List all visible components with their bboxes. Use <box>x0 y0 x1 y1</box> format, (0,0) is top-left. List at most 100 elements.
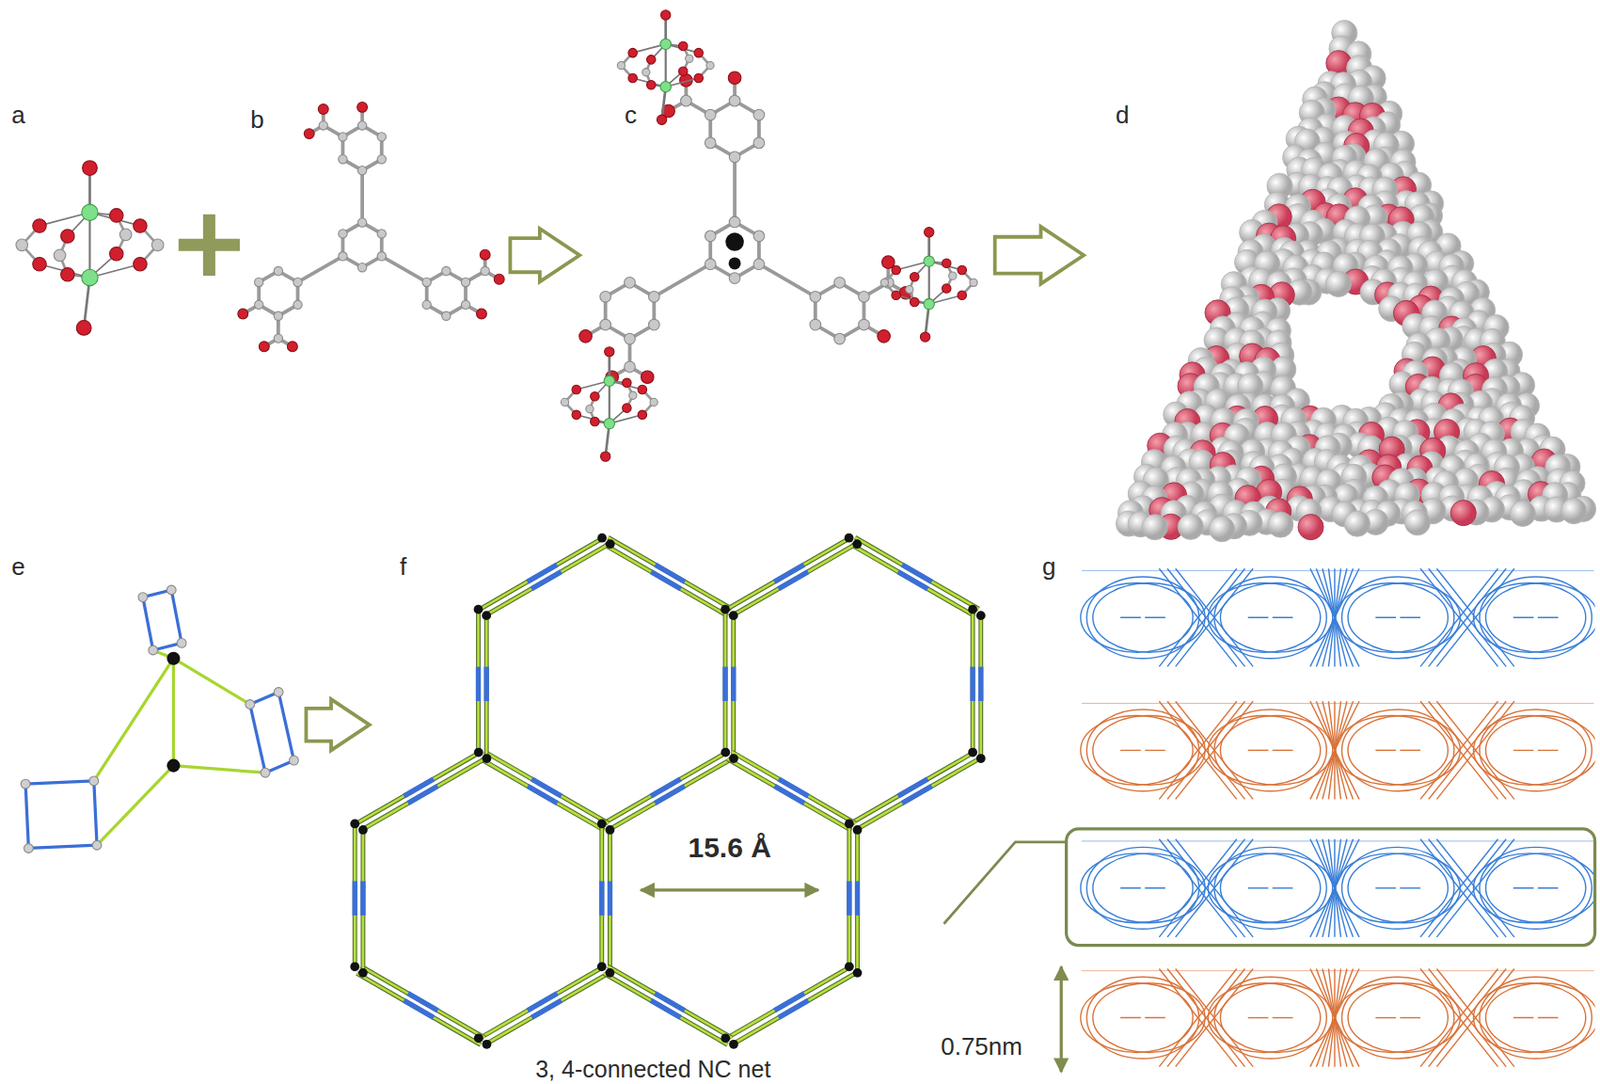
ring-line <box>1486 982 1596 1053</box>
atom <box>880 278 888 286</box>
ring-line <box>1144 887 1166 888</box>
atom <box>148 645 159 655</box>
link-line <box>94 658 175 781</box>
atom <box>293 300 302 309</box>
link-line <box>173 658 250 705</box>
atom <box>910 297 919 306</box>
net-edge <box>731 544 856 617</box>
net-edge <box>727 537 852 609</box>
atom <box>656 114 666 125</box>
bond <box>608 380 611 424</box>
atom <box>753 230 765 242</box>
dimension-arrow <box>1060 966 1063 1072</box>
node-dot <box>844 533 855 543</box>
atom <box>422 277 431 286</box>
atom <box>834 332 846 345</box>
panel-letter: g <box>1042 553 1056 581</box>
cluster-edge <box>531 571 562 589</box>
atom <box>753 137 765 149</box>
atom <box>32 219 47 233</box>
ring-line <box>1310 700 1360 799</box>
ring-line <box>1375 887 1396 888</box>
atom <box>579 330 593 344</box>
net-edge <box>608 537 733 609</box>
ring-line <box>1436 568 1514 666</box>
atom <box>289 755 300 765</box>
ring-line <box>1219 714 1332 785</box>
process-arrow <box>995 226 1084 285</box>
atom <box>258 341 270 352</box>
atom <box>809 290 822 302</box>
atom <box>877 330 891 344</box>
ring-line <box>1272 1016 1294 1018</box>
ligand <box>237 101 505 351</box>
cluster-edge <box>978 666 983 701</box>
net-edge <box>727 759 852 831</box>
ring-line <box>1513 887 1535 888</box>
node-dot <box>967 604 978 615</box>
layer-net <box>1080 700 1596 799</box>
atom <box>110 208 124 222</box>
bond <box>759 264 816 298</box>
ring-line <box>1399 617 1421 618</box>
node-dot <box>720 747 730 758</box>
cluster-edge <box>650 571 682 589</box>
net-edge <box>724 612 728 756</box>
ring-line <box>1310 568 1360 666</box>
ring-line <box>1420 700 1498 799</box>
atom <box>176 638 187 649</box>
node-dot <box>481 610 492 620</box>
ring-line <box>1175 700 1253 799</box>
ring-line <box>1175 568 1253 666</box>
ring-line <box>1081 969 1595 971</box>
cluster-edge <box>774 993 805 1011</box>
net-edge <box>361 966 486 1038</box>
atom <box>704 137 716 149</box>
ring-line <box>1310 700 1360 799</box>
atom <box>647 79 656 89</box>
cluster-edge <box>846 880 852 915</box>
net-edge <box>484 612 490 756</box>
ring-line <box>1537 1016 1559 1018</box>
atom <box>442 266 451 275</box>
net-edge <box>846 826 852 970</box>
atom <box>61 268 75 282</box>
ring-line <box>1420 967 1498 1066</box>
atom <box>422 300 431 309</box>
bond <box>732 157 737 222</box>
atom <box>924 227 935 238</box>
dimension-label: 0.75nm <box>940 1032 1023 1061</box>
atom <box>260 767 270 777</box>
net-edge <box>484 972 609 1045</box>
atom <box>923 255 935 267</box>
node-dot <box>844 819 855 829</box>
atom <box>338 132 348 142</box>
layer-stack <box>1080 568 1596 1066</box>
ring-line <box>1158 568 1236 666</box>
atom <box>622 378 632 387</box>
ring-line <box>1081 570 1595 571</box>
net-edge <box>851 751 976 824</box>
ring-line <box>1272 749 1294 751</box>
node-dot <box>358 824 368 835</box>
atom <box>641 370 655 384</box>
layer-net <box>1080 967 1596 1066</box>
bond <box>928 261 931 304</box>
ring-line <box>1420 839 1498 937</box>
atom <box>480 266 490 275</box>
net-edge <box>603 544 729 617</box>
ring-line <box>1158 967 1236 1066</box>
ring-line <box>1537 749 1559 751</box>
ring-line <box>1120 887 1141 888</box>
node-dot <box>474 1032 484 1043</box>
cluster-edge <box>599 880 604 915</box>
node-dot <box>844 961 855 971</box>
atom <box>753 109 765 121</box>
atom <box>460 300 470 309</box>
atom <box>151 238 164 252</box>
ring-line <box>1175 700 1253 799</box>
ring-line <box>1175 568 1253 666</box>
ring-line <box>1167 967 1245 1066</box>
net-edge <box>731 751 856 824</box>
